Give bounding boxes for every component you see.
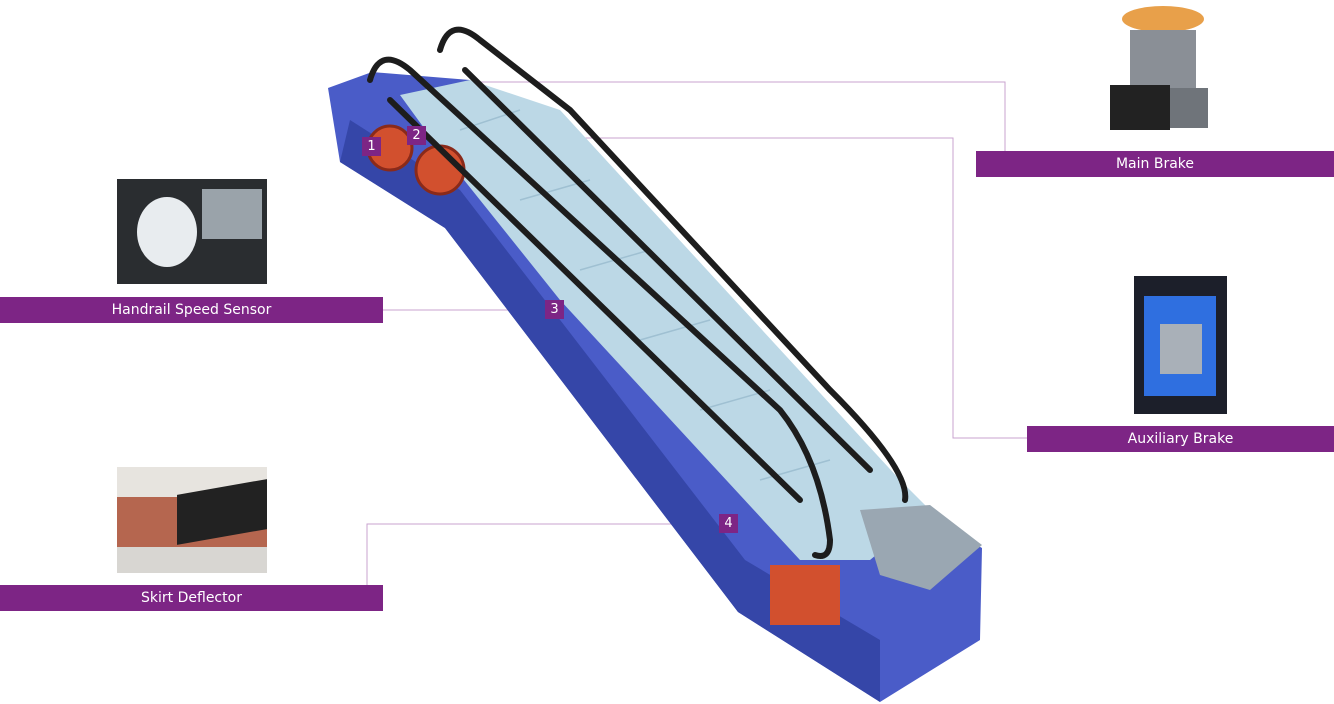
handrails (367, 26, 909, 559)
skirt-deflector-connector (366, 523, 720, 585)
main-brake-connector (470, 81, 1006, 151)
handrail-speed-sensor-label: Handrail Speed Sensor (0, 297, 383, 323)
main-brake-label: Main Brake (976, 151, 1334, 177)
badge-handrail-speed-sensor: 3 (545, 300, 564, 319)
skirt-deflector-label: Skirt Deflector (0, 585, 383, 611)
auxiliary-brake-photo (1134, 276, 1227, 414)
auxiliary-brake-connector (430, 137, 1027, 439)
badge-main-brake: 1 (362, 137, 381, 156)
auxiliary-drive-wheel (414, 144, 466, 196)
skirt-deflector-photo (117, 467, 267, 573)
badge-auxiliary-brake: 2 (407, 126, 426, 145)
connector-lines (366, 81, 1027, 585)
main-brake-photo (1100, 0, 1220, 140)
badge-skirt-deflector: 4 (719, 514, 738, 533)
lower-landing (860, 505, 982, 590)
handrail-speed-sensor-photo (117, 179, 267, 284)
auxiliary-brake-label: Auxiliary Brake (1027, 426, 1334, 452)
